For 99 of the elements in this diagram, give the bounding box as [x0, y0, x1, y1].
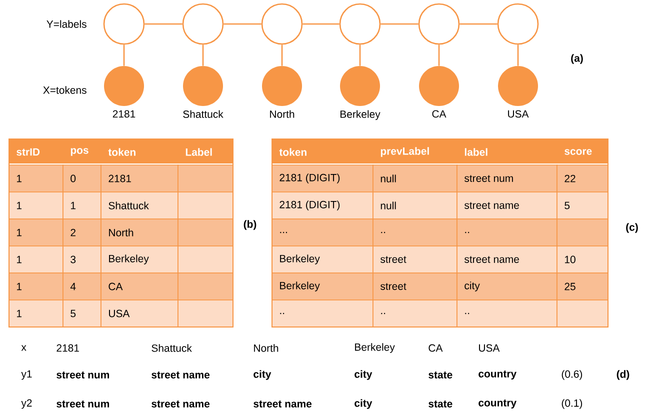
header-cell: Label	[178, 139, 233, 165]
table-cell: 1	[8, 246, 64, 274]
table-cell: 1	[8, 272, 64, 300]
connector-line	[281, 44, 283, 66]
sequence-word: country	[478, 400, 516, 408]
table-cell: 22	[556, 164, 608, 192]
table-cell: 1	[8, 300, 64, 328]
table-cell: city	[456, 272, 558, 300]
table-cell: 1	[8, 164, 64, 192]
filled-circle	[340, 66, 380, 106]
filled-circle	[183, 66, 223, 106]
header-cell: label	[457, 139, 557, 165]
panel-label: (b)	[244, 220, 256, 230]
hollow-circle	[103, 3, 145, 45]
table-cell: ..	[456, 300, 558, 328]
table-cell: 2181 (DIGIT)	[272, 164, 374, 192]
connector-line	[202, 44, 204, 66]
table-cell: street name	[456, 192, 558, 220]
sequence-word: city	[254, 370, 272, 380]
table-cell: 10	[556, 246, 608, 274]
table-cell: street num	[456, 164, 558, 192]
sequence-word: 2181	[56, 344, 79, 352]
table-cell: null	[372, 192, 458, 220]
sequence-word: Shattuck	[152, 344, 192, 352]
table-cell: ..	[372, 300, 458, 328]
sequence-word: state	[428, 372, 452, 378]
table-cell: 1	[8, 192, 64, 220]
connector-line	[359, 44, 361, 66]
hollow-circle	[182, 3, 224, 45]
table-cell: ...	[272, 218, 374, 246]
table-cell: 5	[62, 300, 102, 328]
table-cell: street name	[456, 246, 558, 274]
connector-line	[438, 44, 440, 66]
filled-circle	[498, 66, 538, 106]
table-cell: 2181 (DIGIT)	[272, 192, 374, 220]
panel-label: (c)	[626, 223, 638, 233]
connector-line	[224, 23, 262, 25]
panel-label: (d)	[616, 370, 630, 380]
sequence-word: North	[254, 344, 278, 352]
filled-circle	[419, 66, 459, 106]
table-cell: 5	[556, 192, 608, 220]
header-cell: token	[272, 139, 373, 165]
sequence-word: city	[354, 370, 372, 380]
table-cell: Berkeley	[272, 246, 374, 274]
table-cell: 4	[62, 272, 102, 300]
header-cell: strID	[9, 139, 63, 165]
axis-label: X=tokens	[43, 86, 86, 94]
connector-line	[460, 23, 498, 25]
sequence-word: street name	[152, 372, 210, 378]
table-cell: street	[372, 246, 458, 274]
sequence-word: CA	[428, 344, 443, 352]
connector-line	[302, 23, 340, 25]
header-cell: prevLabel	[373, 139, 457, 165]
hollow-circle	[261, 3, 303, 45]
score-text: (0.6)	[562, 370, 582, 380]
table-cell: 0	[62, 164, 102, 192]
token-label: Berkeley	[340, 110, 380, 120]
row-label: y1	[21, 370, 32, 380]
score-text: (0.1)	[562, 399, 582, 409]
table-cell: null	[372, 164, 458, 192]
sequence-word: Berkeley	[355, 343, 395, 353]
connector-line	[123, 44, 125, 66]
sequence-word: street name	[254, 400, 312, 408]
table-cell: 1	[8, 218, 64, 246]
table-cell: 1	[62, 192, 102, 220]
token-label: CA	[432, 110, 446, 118]
table-cell: ..	[272, 300, 374, 328]
hollow-circle	[497, 3, 539, 45]
hollow-circle	[418, 3, 460, 45]
row-label: x	[21, 345, 26, 351]
table-cell: ..	[456, 218, 558, 246]
header-cell: pos	[63, 139, 101, 165]
token-label: North	[270, 110, 294, 118]
sequence-word: country	[478, 370, 516, 380]
connector-line	[380, 23, 418, 25]
connector-line	[517, 44, 519, 66]
table-cell: ..	[372, 218, 458, 246]
sequence-word: city	[354, 399, 372, 409]
token-label: USA	[508, 110, 529, 118]
table-cell: Berkeley	[272, 272, 374, 300]
token-label: 2181	[112, 110, 136, 118]
table-cell: street	[372, 272, 458, 300]
table-cell: 2	[62, 218, 102, 246]
connector-line	[144, 23, 182, 25]
filled-circle	[104, 66, 144, 106]
sequence-word: street num	[56, 372, 109, 378]
axis-label: Y=labels	[46, 20, 86, 28]
table-cell: 3	[62, 246, 102, 274]
row-label: y2	[21, 399, 32, 409]
filled-circle	[262, 66, 302, 106]
sequence-word: USA	[479, 344, 500, 352]
sequence-word: street num	[56, 400, 109, 408]
table-cell: 25	[556, 272, 608, 300]
token-label: Shattuck	[183, 110, 224, 118]
sequence-word: street name	[152, 400, 210, 408]
panel-label: (a)	[571, 54, 583, 64]
header-cell: score	[557, 139, 608, 165]
hollow-circle	[339, 3, 381, 45]
sequence-word: state	[428, 400, 452, 408]
